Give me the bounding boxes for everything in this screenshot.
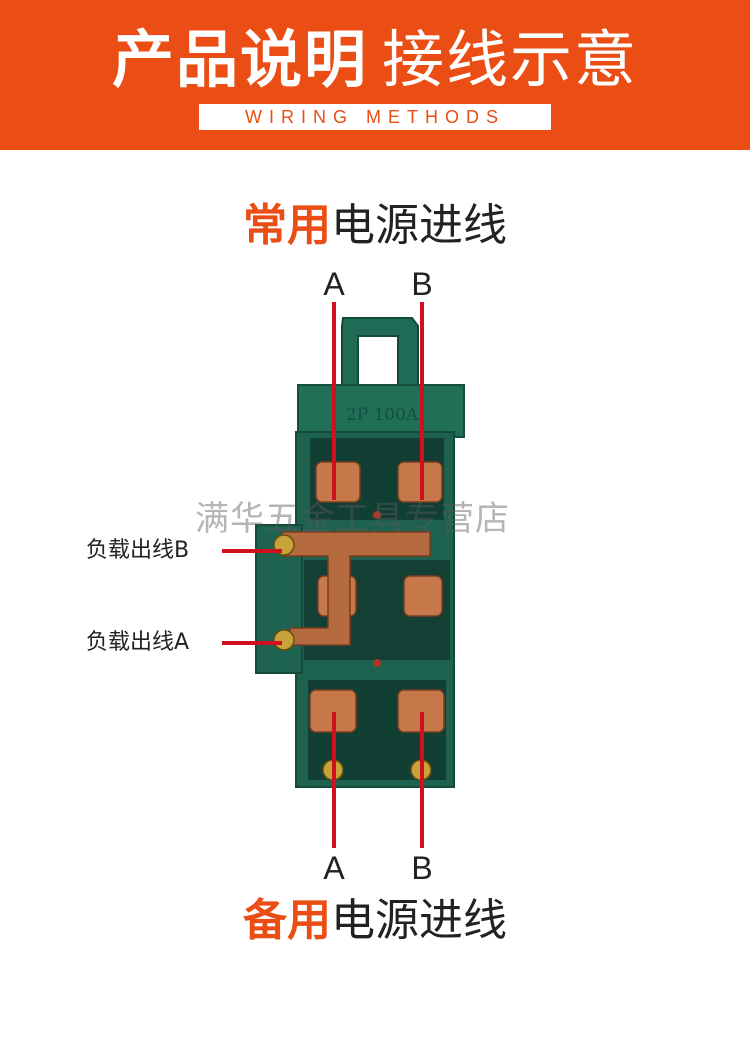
top-caption-highlight: 常用 [243,200,331,251]
load-output-b-label: 负载出线B [86,538,190,563]
store-watermark: 满华五金工具专营店 [195,499,510,539]
terminal-bottom-a: A [323,850,345,886]
bottom-caption-highlight: 备用 [243,895,331,946]
switch-top-cover [297,384,465,438]
switch-handle [341,317,419,393]
load-output-a-label: 负载出线A [86,630,190,655]
banner-title-bold: 产品说明 [111,23,368,96]
top-caption: 常用电源进线 [0,198,750,254]
banner-title-light: 接线示意 [382,23,639,96]
terminal-top-a: A [323,266,345,302]
terminal-bottom-b: B [411,850,433,886]
banner-subtitle: WIRING METHODS [199,104,551,130]
wires [222,302,424,848]
terminal-top-b: B [411,266,433,302]
bottom-caption: 备用电源进线 [0,893,750,949]
bottom-caption-rest: 电源进线 [331,895,507,946]
rating-label: 2P 100A [346,405,419,425]
top-caption-rest: 电源进线 [331,200,507,251]
banner-title: 产品说明接线示意 [0,22,750,98]
header-banner: 产品说明接线示意 WIRING METHODS [0,0,750,150]
